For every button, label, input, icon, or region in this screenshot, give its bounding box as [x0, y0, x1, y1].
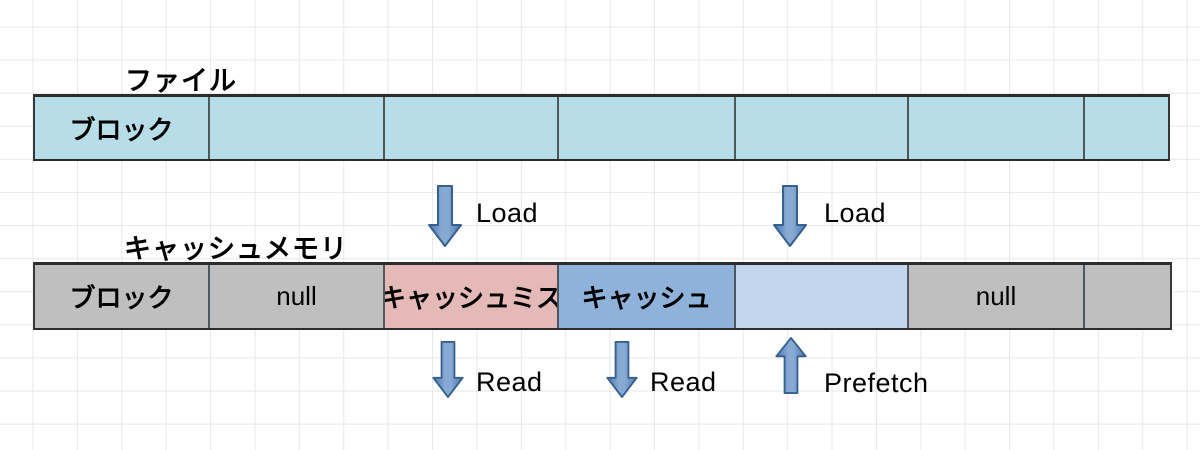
load-label: Load [824, 198, 887, 228]
file-cell-block-label: ブロック [35, 97, 210, 159]
cache-cell-prefetched [736, 265, 909, 328]
cache-cell-null-2: null [909, 265, 1085, 328]
cache-cell-empty [1085, 265, 1170, 328]
file-cell-3 [385, 97, 559, 159]
prefetch-up-arrow-icon [774, 337, 808, 399]
read-down-arrow-icon [431, 341, 465, 403]
file-cell-7 [1085, 97, 1168, 159]
cache-cell-cache-miss: キャッシュミス [385, 265, 559, 328]
load-down-arrow-icon [773, 185, 807, 252]
file-section-title: ファイル [125, 66, 237, 96]
file-block-row: ブロック [33, 94, 1170, 161]
read-down-arrow-icon [605, 341, 639, 403]
load-label: Load [476, 198, 539, 228]
cache-block-row: ブロック null キャッシュミス キャッシュ null [33, 262, 1172, 330]
cache-cell-null-1: null [210, 265, 385, 328]
load-down-arrow-icon [428, 185, 462, 252]
file-cell-4 [559, 97, 736, 159]
file-cell-2 [210, 97, 385, 159]
cache-section-title: キャッシュメモリ [124, 234, 348, 264]
read-label: Read [476, 367, 543, 397]
file-cell-5 [736, 97, 909, 159]
prefetch-label: Prefetch [824, 368, 929, 398]
file-cell-6 [909, 97, 1085, 159]
cache-cell-cache-hit: キャッシュ [559, 265, 736, 328]
read-label: Read [650, 367, 717, 397]
cache-cell-block-label: ブロック [35, 265, 210, 328]
file-cell-text: ブロック [69, 114, 174, 145]
